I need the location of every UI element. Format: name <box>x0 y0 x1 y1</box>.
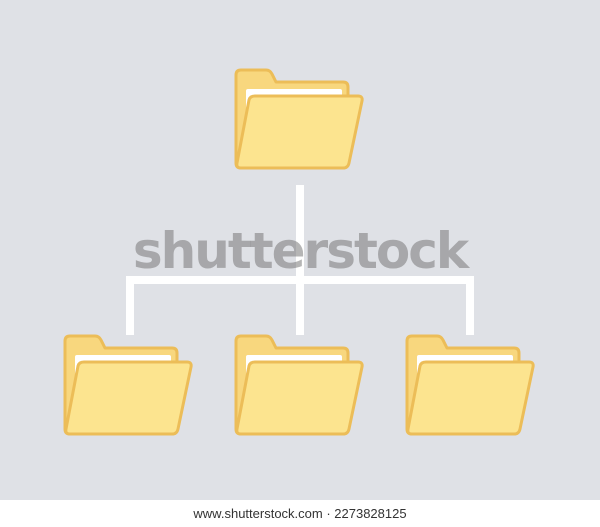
connector-lines <box>126 185 474 335</box>
root-folder-icon <box>234 68 364 170</box>
child-folder-2-icon <box>234 334 364 436</box>
folder-hierarchy-diagram <box>63 68 535 436</box>
footer-text: www.shutterstock.com · 2273828125 <box>193 506 407 521</box>
image-footer: www.shutterstock.com · 2273828125 <box>0 500 600 527</box>
child-folder-3-icon <box>405 334 535 436</box>
child-folder-1-icon <box>63 334 193 436</box>
diagram-canvas: shutterstock <box>0 0 600 500</box>
